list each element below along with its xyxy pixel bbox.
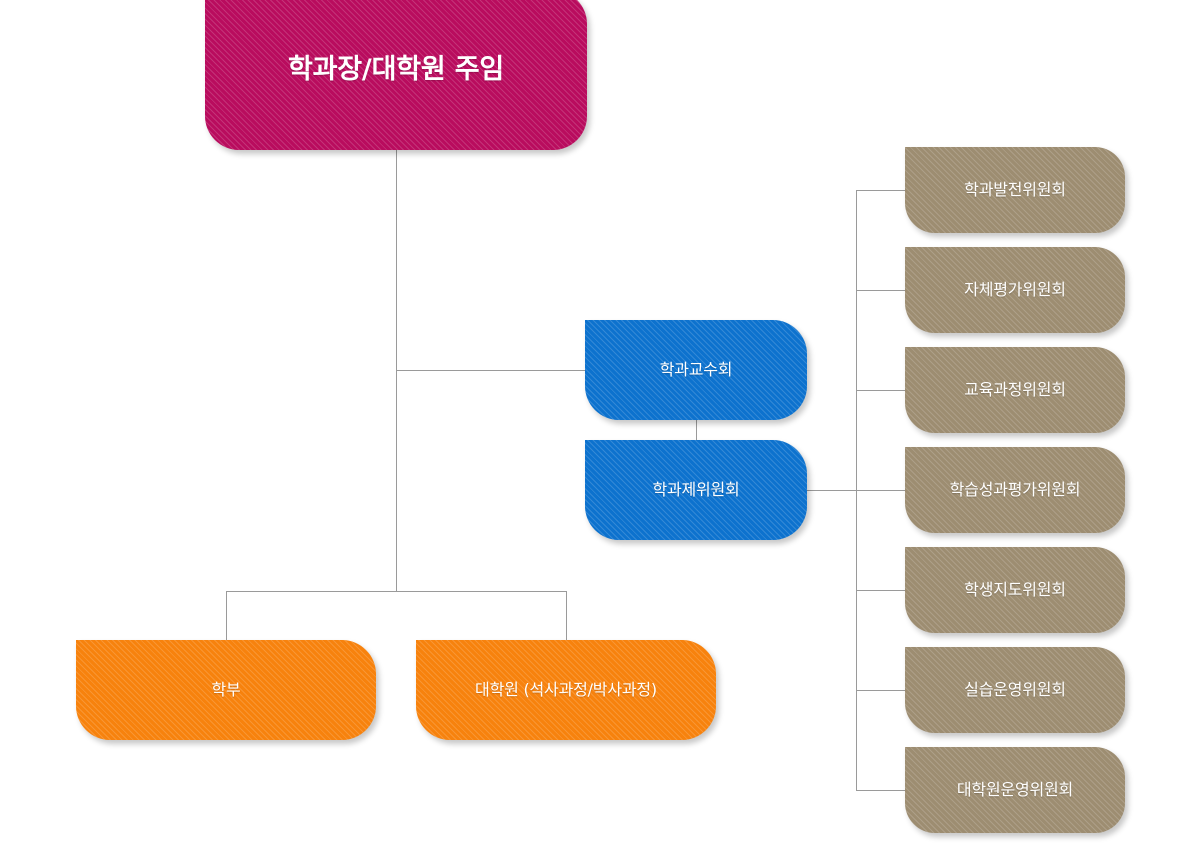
node-label: 학습성과평가위원회 — [949, 480, 1081, 499]
node-committee-student-guidance[interactable]: 학생지도위원회 — [905, 547, 1125, 633]
connector-to-graduate — [566, 591, 567, 641]
node-label: 교육과정위원회 — [964, 380, 1066, 399]
node-committee-practicum[interactable]: 실습운영위원회 — [905, 647, 1125, 733]
node-committee-curriculum[interactable]: 교육과정위원회 — [905, 347, 1125, 433]
connector-stub-committee-5 — [856, 690, 906, 691]
node-label: 실습운영위원회 — [964, 680, 1066, 699]
node-graduate-school[interactable]: 대학원 (석사과정/박사과정) — [416, 640, 716, 740]
node-committee-graduate-operations[interactable]: 대학원운영위원회 — [905, 747, 1125, 833]
node-label: 학부 — [211, 680, 241, 699]
node-faculty-council[interactable]: 학과교수회 — [585, 320, 807, 420]
connector-stub-committee-6 — [856, 790, 906, 791]
connector-root-to-faculty — [396, 370, 586, 371]
node-undergraduate[interactable]: 학부 — [76, 640, 376, 740]
node-label: 학생지도위원회 — [964, 580, 1066, 599]
connector-stub-committee-4 — [856, 590, 906, 591]
node-label: 대학원 (석사과정/박사과정) — [475, 680, 657, 699]
node-label: 자체평가위원회 — [964, 280, 1066, 299]
connector-stub-committee-3 — [856, 490, 906, 491]
node-committee-learning-outcomes[interactable]: 학습성과평가위원회 — [905, 447, 1125, 533]
connector-to-undergraduate — [226, 591, 227, 641]
node-committee-self-evaluation[interactable]: 자체평가위원회 — [905, 247, 1125, 333]
node-label: 대학원운영위원회 — [956, 780, 1074, 799]
connector-programs-bar — [226, 591, 567, 592]
node-department-committees[interactable]: 학과제위원회 — [585, 440, 807, 540]
node-label: 학과교수회 — [659, 360, 733, 379]
connector-stub-committee-2 — [856, 390, 906, 391]
node-label: 학과발전위원회 — [964, 180, 1066, 199]
node-label: 학과장/대학원 주임 — [288, 54, 504, 86]
node-label: 학과제위원회 — [652, 480, 740, 499]
connector-stub-committee-0 — [856, 190, 906, 191]
connector-committee-to-spine — [806, 490, 857, 491]
connector-stub-committee-1 — [856, 290, 906, 291]
connector-faculty-to-committee — [696, 420, 697, 441]
node-department-head[interactable]: 학과장/대학원 주임 — [205, 0, 587, 150]
node-committee-development[interactable]: 학과발전위원회 — [905, 147, 1125, 233]
